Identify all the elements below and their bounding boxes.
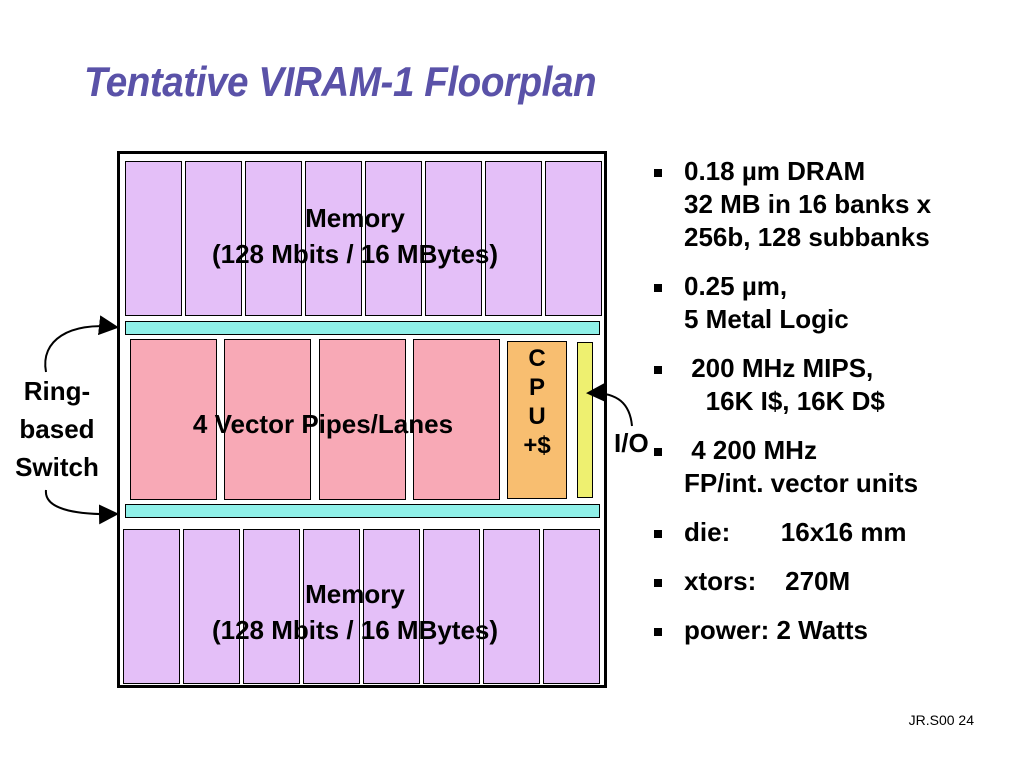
ring-switch-label: Ring- based Switch	[0, 372, 114, 486]
cpu-label-cache: +$	[523, 432, 551, 459]
bullet-vector-units: 4 200 MHz FP/int. vector units	[650, 434, 1020, 500]
bullet-square-icon	[654, 530, 662, 538]
bullet-dram: 0.18 µm DRAM 32 MB in 16 banks x 256b, 1…	[650, 155, 1020, 254]
ring-switch-line1: Ring-	[23, 376, 91, 406]
floorplan-die	[117, 151, 607, 688]
cpu-label-p: P	[528, 374, 545, 401]
bullet-square-icon	[654, 448, 662, 456]
cpu-label: C P U +$	[507, 344, 567, 460]
memory-bank	[423, 529, 480, 684]
vector-lane	[413, 339, 500, 500]
memory-bank	[545, 161, 602, 316]
ring-switch-line2: based	[19, 414, 95, 444]
vector-lane	[224, 339, 311, 500]
memory-bank	[125, 161, 182, 316]
cpu-block	[507, 341, 567, 499]
io-block	[577, 342, 593, 498]
switch-arrow-bottom	[44, 489, 119, 525]
memory-bank	[305, 161, 362, 316]
crossbar-bus-bottom	[125, 504, 600, 518]
io-label: I/O	[614, 428, 649, 458]
bullet-mips: 200 MHz MIPS, 16K I$, 16K D$	[650, 352, 1020, 418]
slide-title: Tentative VIRAM-1 Floorplan	[84, 58, 597, 105]
bullet-logic: 0.25 µm, 5 Metal Logic	[650, 270, 1020, 336]
ring-switch-line3: Switch	[15, 452, 99, 482]
bullet-die: die: 16x16 mm	[650, 516, 1020, 549]
switch-arrow-top	[44, 315, 119, 373]
bullet-square-icon	[654, 169, 662, 177]
memory-bank	[245, 161, 302, 316]
memory-top-label: Memory (128 Mbits / 16 MBytes)	[140, 200, 570, 272]
bullet-square-icon	[654, 366, 662, 374]
memory-top-line2: (128 Mbits / 16 MBytes)	[211, 239, 499, 269]
memory-bank	[185, 161, 242, 316]
memory-bank	[425, 161, 482, 316]
memory-bank	[485, 161, 542, 316]
slide-footer: JR.S00 24	[908, 712, 974, 728]
crossbar-bus-top	[125, 321, 600, 335]
bullet-power: power: 2 Watts	[650, 614, 1020, 647]
vector-lane	[130, 339, 217, 500]
memory-bank	[243, 529, 300, 684]
memory-bank	[363, 529, 420, 684]
bullet-square-icon	[654, 579, 662, 587]
io-arrow	[586, 382, 633, 427]
bullet-xtors: xtors: 270M	[650, 565, 1020, 598]
memory-bottom-label: Memory (128 Mbits / 16 MBytes)	[140, 576, 570, 648]
memory-bank	[543, 529, 600, 684]
spec-bullet-list: 0.18 µm DRAM 32 MB in 16 banks x 256b, 1…	[650, 155, 1020, 663]
memory-bank	[183, 529, 240, 684]
bullet-square-icon	[654, 284, 662, 292]
memory-bank	[365, 161, 422, 316]
vector-lanes-label: 4 Vector Pipes/Lanes	[192, 409, 454, 439]
memory-top-line1: Memory	[305, 203, 405, 233]
memory-bottom-line1: Memory	[305, 579, 405, 609]
memory-bank	[303, 529, 360, 684]
memory-bottom-line2: (128 Mbits / 16 MBytes)	[211, 615, 499, 645]
bullet-square-icon	[654, 628, 662, 636]
vector-lane	[319, 339, 406, 500]
memory-bank	[123, 529, 180, 684]
cpu-label-u: U	[528, 403, 546, 430]
memory-bank	[483, 529, 540, 684]
cpu-label-c: C	[528, 345, 546, 372]
